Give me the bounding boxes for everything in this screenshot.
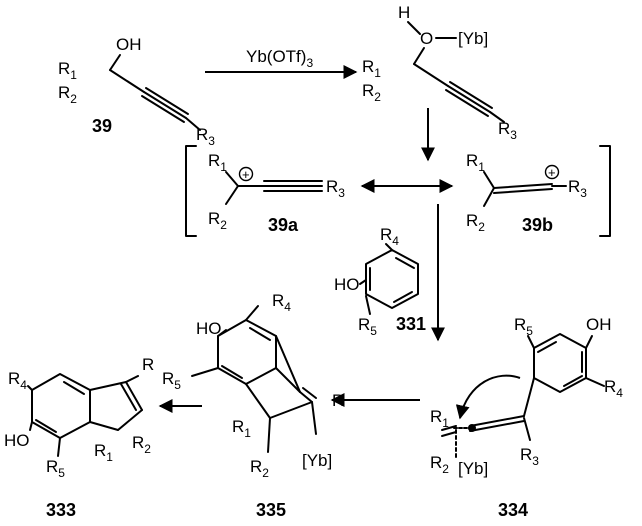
compound-335-number: 335 <box>256 500 286 520</box>
compound-39-number: 39 <box>92 116 112 136</box>
svg-text:R1: R1 <box>232 417 251 440</box>
yb-label: [Yb] <box>458 29 488 48</box>
svg-text:HO: HO <box>196 319 222 338</box>
svg-text:OH: OH <box>586 315 612 334</box>
compound-331: R4 HO R5 331 <box>334 225 426 338</box>
compound-335: R4 HO R5 R R1 R2 [Yb] 335 <box>162 291 344 520</box>
svg-text:R: R <box>332 391 344 410</box>
r3-label-int: R3 <box>498 119 517 142</box>
yb-coordinated-alcohol: H O [Yb] R1 R2 R3 <box>362 3 517 142</box>
svg-text:R1: R1 <box>94 441 113 464</box>
oxygen-label: O <box>420 29 433 48</box>
svg-text:R5: R5 <box>162 369 181 392</box>
svg-text:R2: R2 <box>132 433 151 456</box>
compound-334-number: 334 <box>498 500 528 520</box>
svg-text:R5: R5 <box>358 315 377 338</box>
compound-331-number: 331 <box>396 314 426 334</box>
svg-text:R1: R1 <box>430 407 449 430</box>
svg-text:R5: R5 <box>514 315 533 338</box>
svg-text:R2: R2 <box>430 453 449 476</box>
svg-text:R5: R5 <box>46 457 65 480</box>
svg-text:R4: R4 <box>380 225 399 248</box>
svg-text:R4: R4 <box>604 377 623 400</box>
svg-text:R3: R3 <box>568 177 587 200</box>
svg-text:HO: HO <box>334 275 360 294</box>
compound-39: OH R1 R2 R3 39 <box>58 35 215 148</box>
carbocation-resonance: R1 R2 + R3 39a R1 R2 + R3 39b <box>185 145 611 237</box>
svg-text:R2: R2 <box>466 211 485 234</box>
svg-text:R1: R1 <box>466 151 485 174</box>
svg-text:[Yb]: [Yb] <box>302 451 332 470</box>
r3-label: R3 <box>196 125 215 148</box>
svg-text:[Yb]: [Yb] <box>458 459 488 478</box>
compound-333-number: 333 <box>46 500 76 520</box>
hydrogen-label: H <box>398 3 410 22</box>
svg-text:R4: R4 <box>272 291 291 314</box>
compound-39b-number: 39b <box>522 215 553 235</box>
reagent-label: Yb(OTf)3 <box>246 47 313 70</box>
svg-text:R2: R2 <box>250 457 269 480</box>
curved-electron-arrow <box>455 374 521 420</box>
r1-label: R1 <box>58 59 77 82</box>
svg-text:R2: R2 <box>208 209 227 232</box>
r2-label: R2 <box>58 83 77 106</box>
hydroxyl-label: OH <box>116 35 142 54</box>
svg-text:R: R <box>142 355 154 374</box>
svg-text:R4: R4 <box>8 369 27 392</box>
svg-text:HO: HO <box>4 431 30 450</box>
svg-text:R3: R3 <box>326 177 345 200</box>
r2-label-int: R2 <box>362 81 381 104</box>
svg-text:R1: R1 <box>208 151 227 174</box>
compound-333: R R4 HO R5 R1 R2 333 <box>4 355 154 520</box>
r1-label-int: R1 <box>362 57 381 80</box>
svg-text:R3: R3 <box>520 445 539 468</box>
left-bracket <box>185 145 197 237</box>
svg-text:+: + <box>242 167 250 182</box>
right-bracket <box>599 145 611 237</box>
compound-334: R5 OH R4 R3 R1 R2 [Yb] 334 <box>430 315 623 520</box>
svg-text:+: + <box>548 165 556 180</box>
compound-39a-number: 39a <box>268 215 299 235</box>
